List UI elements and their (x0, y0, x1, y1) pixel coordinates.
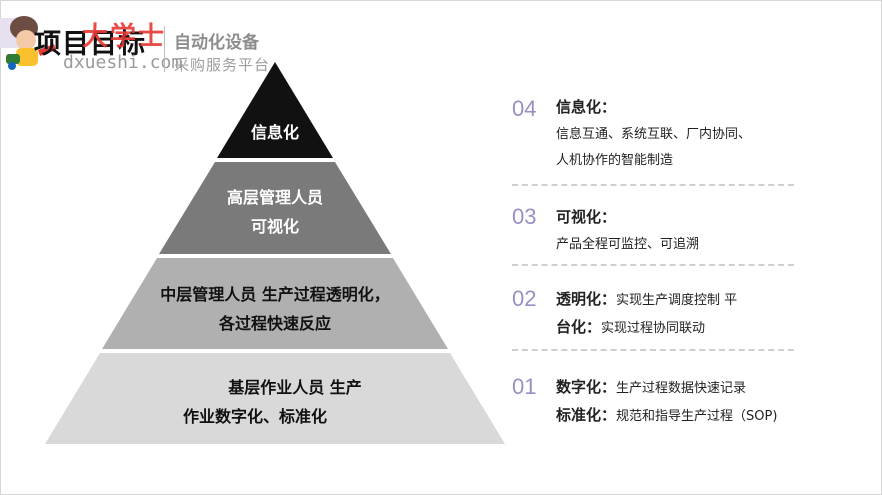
item-desc-01: 数字化：生产过程数据快速记录 标准化：规范和指导生产过程（SOP) (556, 374, 777, 430)
mascot-logo-icon (6, 16, 56, 70)
separator-dashed-3 (512, 349, 794, 351)
item-desc-02: 透明化：实现生产调度控制 平 台化：实现过程协同联动 (556, 286, 737, 342)
pyramid-label-3: 高层管理人员 可视化 (180, 183, 370, 241)
pyramid-label-2: 中层管理人员 生产过程透明化， 各过程快速反应 (130, 280, 420, 338)
item-02-text: 实现生产调度控制 平 (616, 293, 738, 308)
item-02-label: 透明化： (556, 290, 617, 308)
item-number-03: 03 (512, 204, 537, 229)
separator-dashed-2 (512, 264, 794, 266)
separator-dashed-1 (512, 184, 794, 186)
pyramid-label-3-line-2: 可视化 (250, 217, 299, 236)
brand-name: 大学士 (82, 22, 167, 52)
item-01-label-2: 标准化： (556, 406, 617, 424)
item-02-label-2: 台化： (556, 318, 602, 336)
pyramid-tier-4 (217, 62, 333, 158)
item-02-text-2: 实现过程协同联动 (601, 321, 706, 336)
brand-divider (164, 26, 165, 72)
pyramid-label-2-line-2: 各过程快速反应 (218, 314, 331, 333)
item-04-label: 信息化： (556, 98, 617, 116)
item-desc-03: 可视化： 产品全程可监控、可追溯 (556, 204, 699, 258)
brand-tagline-2: 采购服务平台 (174, 56, 271, 74)
item-number-02: 02 (512, 286, 537, 311)
pyramid-label-1-line-1: 基层作业人员 生产 (228, 378, 362, 397)
item-03-label: 可视化： (556, 208, 617, 226)
item-04-line-2: 信息互通、系统互联、厂内协同、 (556, 127, 752, 142)
item-number-04: 04 (512, 96, 537, 121)
pyramid-tier-2 (102, 258, 448, 349)
pyramid-label-4-line-1: 信息化 (250, 123, 299, 142)
page-title: 项目目标 (34, 29, 146, 60)
brand-tagline-1: 自动化设备 (174, 33, 259, 53)
pyramid-label-3-line-1: 高层管理人员 (226, 188, 323, 207)
item-01-text: 生产过程数据快速记录 (616, 381, 747, 396)
pyramid-label-1: 基层作业人员 生产 作业数字化、标准化 (120, 373, 430, 431)
pyramid-label-1-line-2: 作业数字化、标准化 (182, 407, 327, 426)
item-01-label: 数字化： (556, 378, 617, 396)
item-number-01: 01 (512, 374, 537, 399)
pyramid-tier-1 (45, 353, 505, 444)
item-01-text-2: 规范和指导生产过程（SOP) (616, 409, 778, 424)
item-04-line-3: 人机协作的智能制造 (556, 153, 674, 168)
pyramid-tier-3 (159, 162, 391, 254)
pyramid-label-2-line-1: 中层管理人员 生产过程透明化， (160, 285, 390, 304)
brand-domain: dxueshi.com (63, 52, 183, 73)
item-03-line-2: 产品全程可监控、可追溯 (556, 237, 700, 252)
item-desc-04: 信息化： 信息互通、系统互联、厂内协同、 人机协作的智能制造 (556, 94, 751, 174)
pyramid-label-4: 信息化 (219, 118, 331, 147)
